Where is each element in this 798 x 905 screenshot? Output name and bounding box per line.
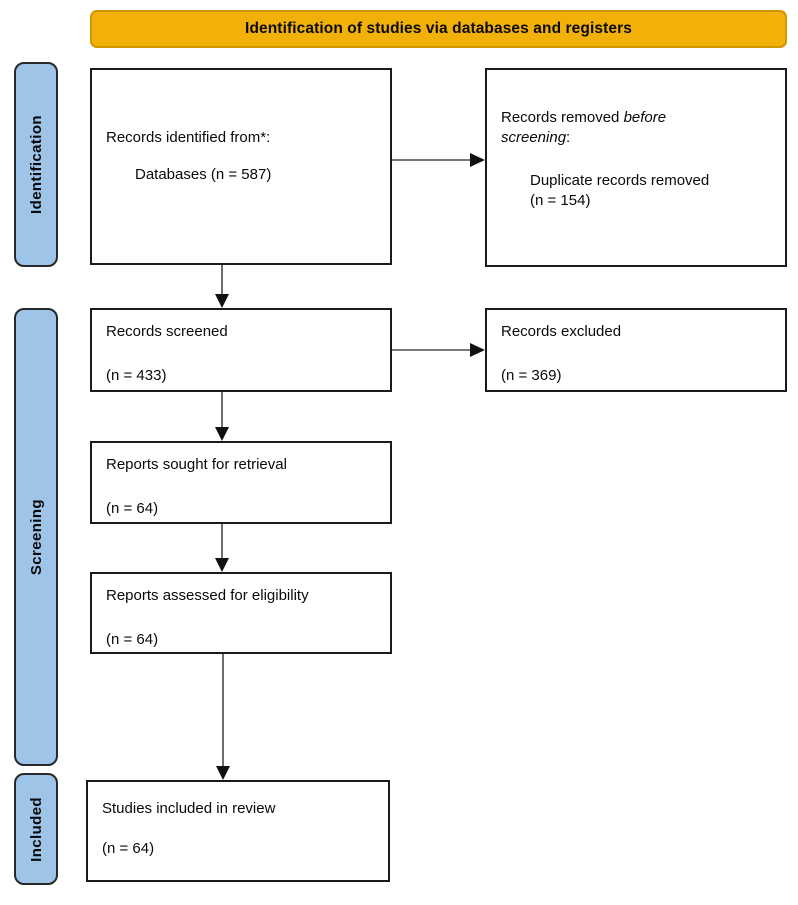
box-reports-assessed: Reports assessed for eligibility (n = 64… (90, 572, 392, 654)
records-identified-label: Records identified from*: (106, 129, 271, 146)
stage-bar-identification: Identification (14, 62, 58, 267)
box-records-excluded: Records excluded (n = 369) (485, 308, 787, 392)
records-removed-label-italic: before screening (501, 109, 667, 146)
stage-label-screening: Screening (27, 498, 45, 576)
arrow-assessed-to-included (216, 654, 230, 780)
records-removed-label: Records removed before screening: (501, 109, 667, 146)
arrow-identified-to-removed (392, 153, 485, 167)
reports-sought-count: (n = 64) (106, 500, 159, 517)
box-reports-sought: Reports sought for retrieval (n = 64) (90, 441, 392, 524)
box-records-removed: Records removed before screening: Duplic… (485, 68, 787, 267)
studies-included-label: Studies included in review (102, 800, 276, 817)
arrow-sought-to-assessed (215, 524, 229, 572)
box-records-identified: Records identified from*: Databases (n =… (90, 68, 392, 265)
records-screened-label: Records screened (106, 323, 228, 340)
reports-assessed-label: Reports assessed for eligibility (106, 587, 309, 604)
box-studies-included: Studies included in review (n = 64) (86, 780, 390, 882)
records-screened-count: (n = 433) (106, 367, 167, 384)
stage-bar-included: Included (14, 773, 58, 885)
records-excluded-label: Records excluded (501, 323, 622, 340)
reports-assessed-count: (n = 64) (106, 631, 159, 648)
arrow-screened-to-excluded (392, 343, 485, 357)
box-records-screened: Records screened (n = 433) (90, 308, 392, 392)
duplicates-removed-count: (n = 154) (530, 192, 591, 209)
diagram-title: Identification of studies via databases … (245, 20, 632, 37)
stage-label-included: Included (27, 796, 45, 862)
records-identified-count: Databases (n = 587) (135, 166, 272, 183)
stage-bar-screening: Screening (14, 308, 58, 766)
arrow-identified-to-screened (215, 265, 229, 308)
reports-sought-label: Reports sought for retrieval (106, 456, 287, 473)
records-excluded-count: (n = 369) (501, 367, 562, 384)
duplicates-removed-label: Duplicate records removed (530, 172, 710, 189)
diagram-title-banner: Identification of studies via databases … (90, 10, 787, 48)
arrow-screened-to-sought (215, 392, 229, 441)
stage-label-identification: Identification (27, 115, 45, 214)
studies-included-count: (n = 64) (102, 840, 155, 857)
